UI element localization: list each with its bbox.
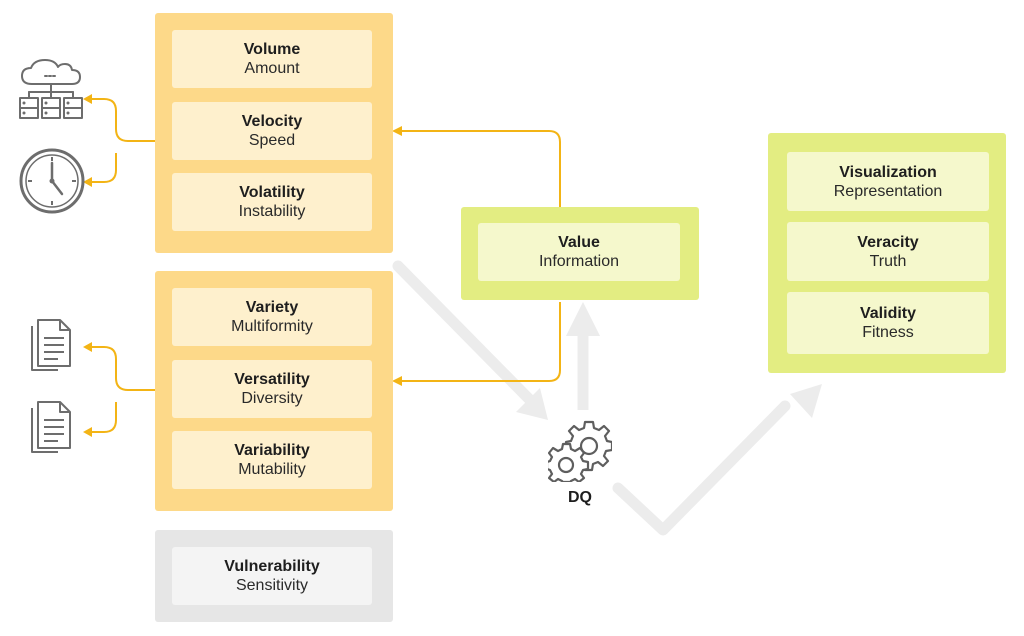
veracity-card: Veracity Truth <box>787 222 989 281</box>
variety-group: Variety Multiformity Versatility Diversi… <box>155 271 393 511</box>
document-icon <box>31 401 71 453</box>
vulnerability-title: Vulnerability <box>224 558 320 575</box>
veracity-title: Veracity <box>857 233 919 251</box>
security-group: Vulnerability Sensitivity <box>155 530 393 622</box>
validity-card: Validity Fitness <box>787 292 989 354</box>
variety-title: Variety <box>245 299 299 316</box>
variability-subtitle: Mutability <box>238 461 306 478</box>
versatility-title: Versatility <box>234 371 310 388</box>
vulnerability-card: Vulnerability Sensitivity <box>172 547 372 605</box>
quality-group: Visualization Representation Veracity Tr… <box>768 133 1006 373</box>
velocity-card: Velocity Speed <box>172 102 372 160</box>
visualization-subtitle: Representation <box>833 182 943 200</box>
variety-card: Variety Multiformity <box>172 288 372 346</box>
visualization-title: Visualization <box>839 163 937 181</box>
velocity-title: Velocity <box>241 113 303 130</box>
variability-title: Variability <box>234 442 310 459</box>
value-subtitle: Information <box>538 253 620 270</box>
veracity-subtitle: Truth <box>869 252 907 270</box>
connector-value-to-versatility <box>402 302 561 382</box>
volume-subtitle: Amount <box>244 60 300 77</box>
value-card: Value Information <box>478 223 680 281</box>
dq-label: DQ <box>568 489 592 506</box>
connector-speed-icons <box>92 98 155 183</box>
versatility-subtitle: Diversity <box>241 390 303 407</box>
value-title: Value <box>558 234 600 251</box>
document-icon <box>31 319 71 371</box>
volatility-title: Volatility <box>239 184 305 201</box>
variability-card: Variability Mutability <box>172 431 372 489</box>
speed-group: Volume Amount Velocity Speed Volatility … <box>155 13 393 253</box>
volatility-subtitle: Instability <box>238 203 306 220</box>
validity-subtitle: Fitness <box>862 324 914 341</box>
clock-icon <box>19 148 85 214</box>
gears-icon <box>548 420 612 482</box>
vulnerability-subtitle: Sensitivity <box>235 577 309 594</box>
value-group: Value Information <box>461 207 699 300</box>
visualization-card: Visualization Representation <box>787 152 989 211</box>
velocity-subtitle: Speed <box>248 132 296 149</box>
connector-value-to-velocity <box>402 130 561 207</box>
flow-arrow-to-dq <box>392 260 548 420</box>
variety-subtitle: Multiformity <box>231 318 313 335</box>
validity-title: Validity <box>859 305 917 322</box>
volatility-card: Volatility Instability <box>172 173 372 231</box>
flow-arrow-dq-to-quality <box>612 384 822 536</box>
versatility-card: Versatility Diversity <box>172 360 372 418</box>
connector-variety-icons <box>92 346 155 433</box>
flow-arrow-dq-to-value <box>566 302 600 410</box>
volume-card: Volume Amount <box>172 30 372 88</box>
volume-title: Volume <box>243 41 301 58</box>
cloud-server-icon <box>19 59 83 119</box>
